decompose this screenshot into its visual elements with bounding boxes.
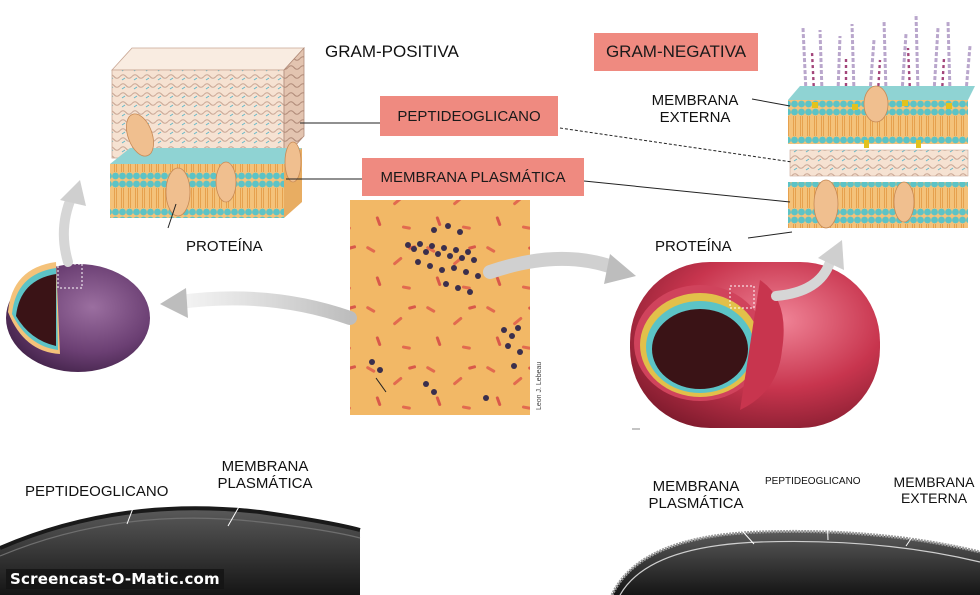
micrograph-right-membrane-line2: PLASMÁTICA — [648, 495, 744, 513]
protein-label-right: PROTEÍNA — [655, 238, 732, 255]
peptidoglycan-label: PEPTIDEOGLICANO — [380, 96, 558, 136]
micrograph-left-peptidoglycan-label: PEPTIDEOGLICANO — [25, 483, 169, 500]
micrograph-right-outer-line2: EXTERNA — [900, 490, 968, 507]
micrograph-right-membrane-line1: MEMBRANA — [652, 478, 740, 495]
micrograph-right-outer-membrane-label: MEMBRANA EXTERNA — [890, 474, 978, 506]
outer-membrane-label-line1: MEMBRANA — [651, 92, 739, 109]
gram-negative-cell — [630, 262, 880, 428]
outer-membrane-label: MEMBRANA EXTERNA — [640, 92, 750, 127]
gram-negative-title: GRAM-NEGATIVA — [594, 33, 758, 71]
gram-negative-wall-illustration — [788, 13, 975, 229]
gram-positive-cell — [6, 262, 150, 372]
process-arrows — [58, 180, 844, 325]
micrograph-left-membrane-line1: MEMBRANA — [221, 458, 309, 475]
gram-positive-title: GRAM-POSITIVA — [325, 42, 459, 61]
protein-label-left: PROTEÍNA — [186, 238, 263, 255]
screencast-watermark: Screencast-O-Matic.com — [6, 569, 224, 589]
plasma-membrane-label: MEMBRANA PLASMÁTICA — [362, 158, 584, 196]
micrograph-left-membrane-line2: PLASMÁTICA — [217, 475, 313, 493]
micrograph-right-outer-line1: MEMBRANA — [893, 474, 975, 490]
photo-credit: Leon J. Lebeau — [536, 361, 543, 410]
micrograph-left-membrane-label: MEMBRANA PLASMÁTICA — [210, 458, 320, 493]
micrograph-right-peptidoglycan-label: PEPTIDEOGLICANO — [765, 476, 861, 487]
leader-lines — [167, 98, 793, 239]
gram-negative-electron-micrograph — [610, 489, 980, 595]
gram-positive-wall-illustration — [110, 46, 305, 218]
micrograph-right-membrane-label: MEMBRANA PLASMÁTICA — [642, 478, 750, 513]
gram-stain-micrograph — [350, 200, 530, 415]
outer-membrane-label-line2: EXTERNA — [659, 109, 731, 127]
